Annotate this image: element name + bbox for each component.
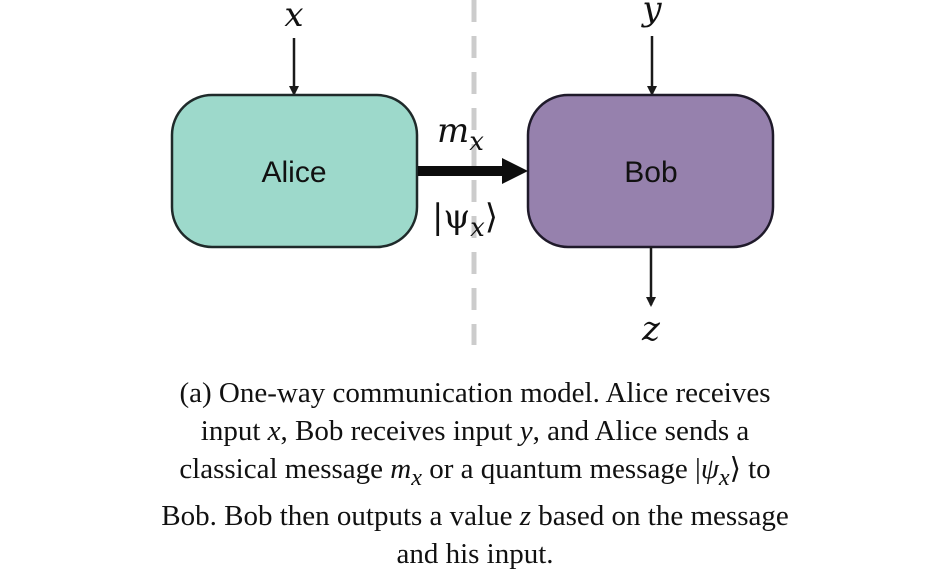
figure-caption: (a) One-way communication model. Alice r… [0,374,950,573]
alice-label: Alice [261,156,326,189]
caption-line-4: Bob. Bob then outputs a value z based on… [161,499,789,532]
caption-line-2: input x, Bob receives input y, and Alice… [200,415,750,447]
input-y-label: y [640,0,662,29]
output-z-label: z [641,309,661,349]
quantum-message-label: |ψx⟩ [432,197,498,243]
classical-message-label: mx [437,111,484,157]
communication-diagram: x y Alice Bob mx |ψx⟩ z [170,0,775,349]
message-arrowhead [502,158,528,184]
bob-label: Bob [624,156,677,189]
caption-line-1: (a) One-way communication model. Alice r… [179,377,771,409]
input-x-label: x [284,0,303,35]
alice-box [170,93,419,249]
caption-line-5: and his input. [396,537,554,570]
caption-line-3: classical message mx or a quantum messag… [179,453,771,491]
